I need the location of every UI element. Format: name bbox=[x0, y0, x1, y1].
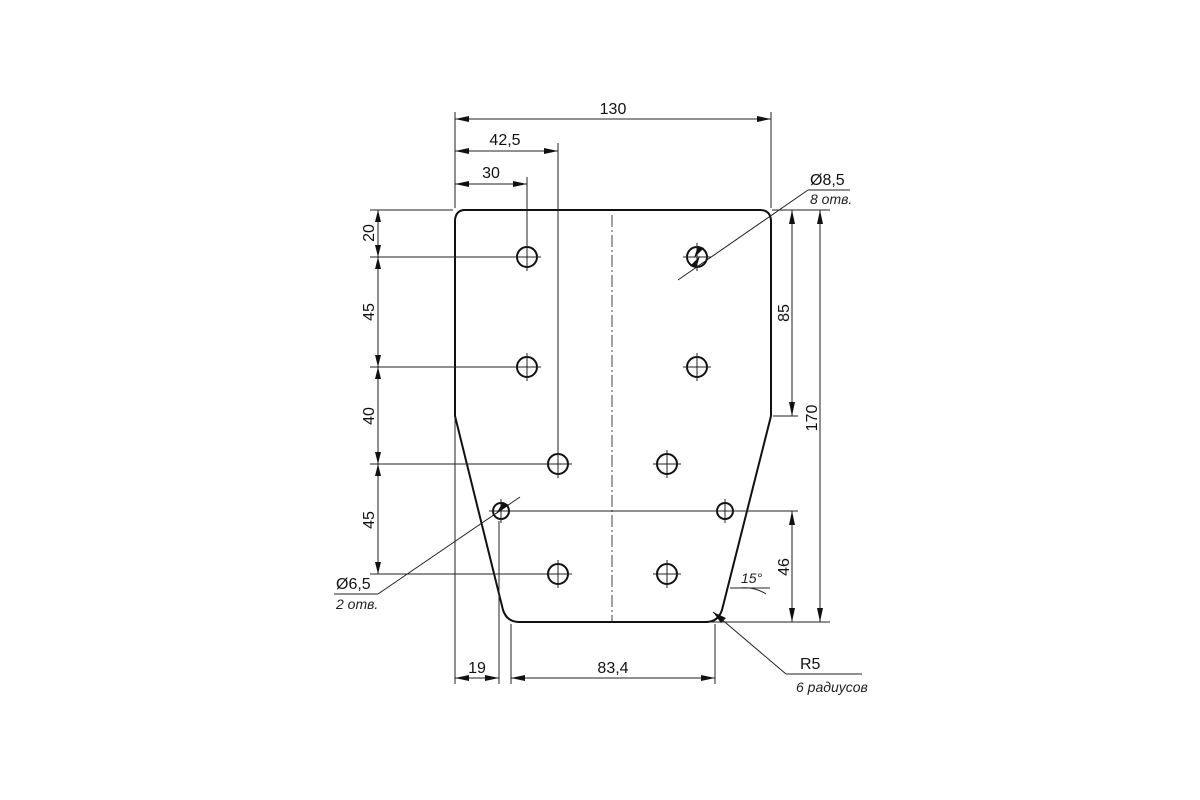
small-hole-diameter-label: Ø6,5 bbox=[336, 576, 371, 593]
dim-overall-width: 130 bbox=[454, 101, 772, 208]
small-hole-count-label: 2 отв. bbox=[335, 596, 378, 612]
plate-outline bbox=[454, 209, 772, 623]
callout-small-hole: Ø6,5 2 отв. bbox=[334, 496, 521, 612]
dim-overall-height: 170 bbox=[708, 210, 830, 623]
large-hole-diameter-label: Ø8,5 bbox=[810, 172, 845, 189]
dim-label-42-5: 42,5 bbox=[489, 132, 520, 149]
dim-label-85: 85 bbox=[776, 304, 793, 322]
corner-radius-label: R5 bbox=[800, 656, 821, 673]
dim-label-19: 19 bbox=[468, 660, 486, 677]
dim-label-45-lower: 45 bbox=[361, 511, 378, 529]
dim-straight-side: 85 bbox=[772, 209, 830, 417]
taper-angle-label: 15° bbox=[741, 570, 763, 586]
large-hole-count-label: 8 отв. bbox=[810, 191, 852, 207]
callout-large-hole: Ø8,5 8 отв. bbox=[677, 172, 852, 281]
dim-label-45-upper: 45 bbox=[361, 303, 378, 321]
dim-bottom: 19 83,4 bbox=[454, 418, 716, 684]
dim-label-46: 46 bbox=[776, 558, 793, 576]
callout-corner-radius: R5 6 радиусов bbox=[712, 611, 868, 695]
dim-hole-offset-b: 42,5 bbox=[455, 132, 559, 454]
dim-left-chain: 20 45 40 45 bbox=[361, 209, 548, 575]
hole-center-marks bbox=[489, 243, 737, 588]
dim-small-holes-height: 46 bbox=[509, 510, 798, 622]
callout-taper-angle: 15° bbox=[730, 570, 770, 595]
dim-label-40: 40 bbox=[361, 407, 378, 425]
dim-label-30: 30 bbox=[482, 165, 500, 182]
dim-hole-offset-a: 30 bbox=[455, 165, 528, 247]
dim-label-83-4: 83,4 bbox=[597, 660, 628, 677]
dim-label-170: 170 bbox=[804, 405, 821, 432]
dim-label-20: 20 bbox=[361, 224, 378, 242]
corner-radius-count-label: 6 радиусов bbox=[796, 679, 868, 695]
dim-label-130: 130 bbox=[600, 101, 627, 118]
